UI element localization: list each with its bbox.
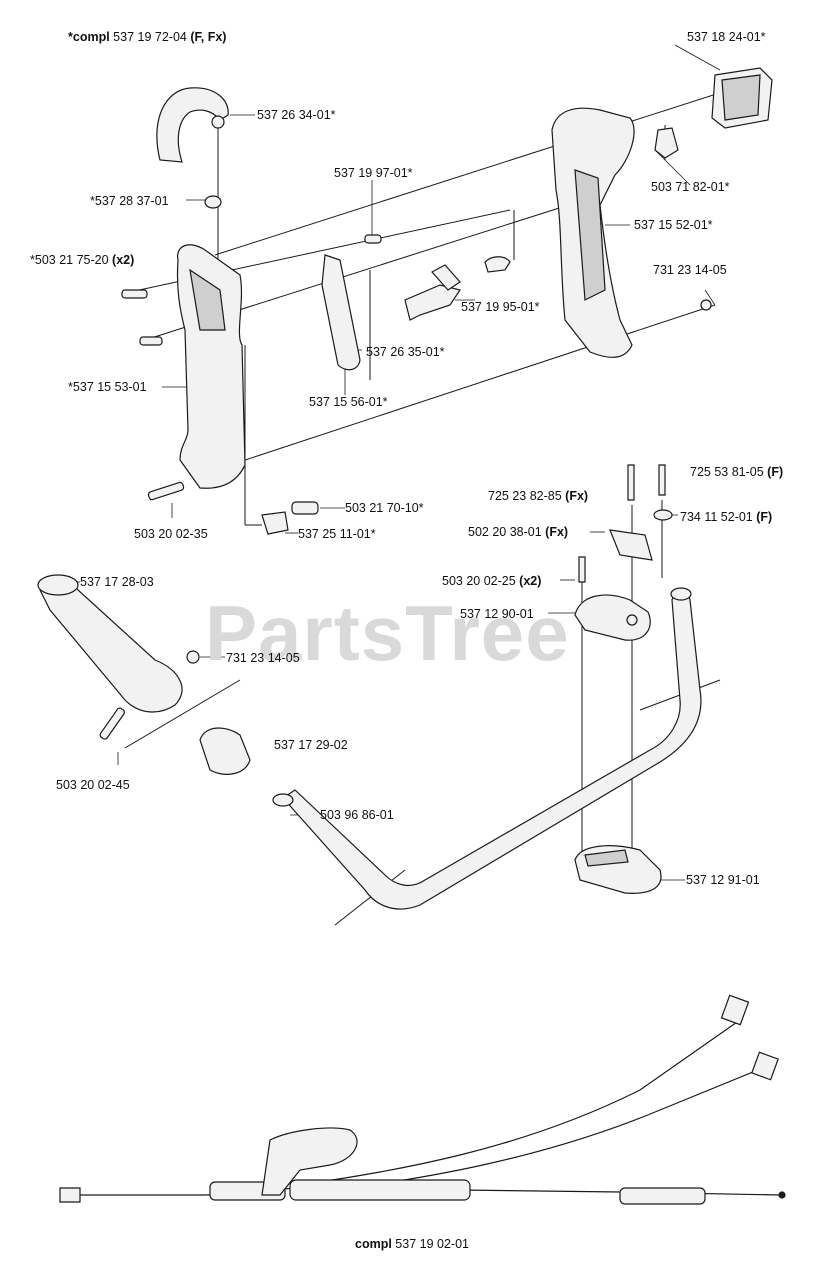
part-label[interactable]: 537 18 24-01* bbox=[687, 30, 766, 44]
screw bbox=[140, 337, 162, 345]
cable-connector bbox=[721, 995, 748, 1024]
screw bbox=[628, 465, 634, 500]
tube-end bbox=[671, 588, 691, 600]
part-label[interactable]: 537 17 29-02 bbox=[274, 738, 348, 752]
part-label[interactable]: 537 12 90-01 bbox=[460, 607, 534, 621]
screw bbox=[99, 707, 126, 740]
part-label[interactable]: 503 96 86-01 bbox=[320, 808, 394, 822]
trigger-lockout bbox=[405, 285, 460, 320]
cable-sleeve bbox=[290, 1180, 470, 1200]
handle-half-shade bbox=[190, 270, 225, 330]
axis-line bbox=[215, 80, 760, 255]
part-label[interactable]: 503 20 02-25 (x2) bbox=[442, 574, 542, 588]
switch-clip bbox=[655, 128, 678, 158]
part-label[interactable]: 503 71 82-01* bbox=[651, 180, 730, 194]
part-label[interactable]: *537 15 53-01 bbox=[68, 380, 147, 394]
part-label[interactable]: 502 20 38-01 (Fx) bbox=[468, 525, 569, 539]
part-label[interactable]: *503 21 75-20 (x2) bbox=[30, 253, 135, 267]
part-label[interactable]: 503 21 70-10* bbox=[345, 501, 424, 515]
grip-end bbox=[38, 575, 78, 595]
axis-line bbox=[230, 305, 715, 465]
screw bbox=[122, 290, 147, 298]
part-label[interactable]: 734 11 52-01 (F) bbox=[680, 510, 773, 524]
spring bbox=[485, 257, 510, 272]
part-label[interactable]: 537 17 28-03 bbox=[80, 575, 154, 589]
part-label[interactable]: 725 53 81-05 (F) bbox=[690, 465, 784, 479]
cable-connector bbox=[752, 1052, 778, 1080]
axis-line bbox=[335, 870, 405, 925]
part-label[interactable]: 537 19 97-01* bbox=[334, 166, 413, 180]
part-label[interactable]: 725 23 82-85 (Fx) bbox=[488, 489, 589, 503]
bracket-small bbox=[610, 530, 652, 560]
cable-wire bbox=[300, 1065, 770, 1195]
cable-end bbox=[779, 1192, 785, 1198]
screw bbox=[579, 557, 585, 582]
throttle-trigger bbox=[322, 255, 360, 370]
clip-bracket bbox=[262, 512, 288, 534]
part-label[interactable]: 537 25 11-01* bbox=[298, 527, 376, 541]
handle-half-left bbox=[177, 245, 245, 488]
part-label[interactable]: 537 12 91-01 bbox=[686, 873, 760, 887]
screw bbox=[212, 116, 224, 128]
nut bbox=[187, 651, 199, 663]
part-label[interactable]: 537 26 35-01* bbox=[366, 345, 445, 359]
rear-handle-cap bbox=[157, 88, 228, 162]
hole bbox=[627, 615, 637, 625]
part-label[interactable]: 537 15 56-01* bbox=[309, 395, 388, 409]
part-label[interactable]: 503 20 02-35 bbox=[134, 527, 208, 541]
part-label[interactable]: *537 28 37-01 bbox=[90, 194, 169, 208]
clip bbox=[205, 196, 221, 208]
lockout-arm bbox=[432, 265, 460, 290]
part-label[interactable]: 537 26 34-01* bbox=[257, 108, 336, 122]
stop-switch-shade bbox=[722, 75, 760, 120]
tube-end bbox=[273, 794, 293, 806]
part-label[interactable]: 503 20 02-45 bbox=[56, 778, 130, 792]
assembly-title: *compl 537 19 72-04 (F, Fx) bbox=[68, 30, 227, 44]
washer bbox=[654, 510, 672, 520]
part-label[interactable]: 537 19 95-01* bbox=[461, 300, 540, 314]
throttle-lever bbox=[262, 1128, 357, 1195]
part-label[interactable]: 731 23 14-05 bbox=[226, 651, 300, 665]
watermark: PartsTree bbox=[205, 589, 570, 677]
part-label[interactable]: 731 23 14-05 bbox=[653, 263, 727, 277]
cable-wire bbox=[300, 1020, 740, 1185]
part-label[interactable]: 537 15 52-01* bbox=[634, 218, 713, 232]
loop-grip bbox=[40, 579, 182, 712]
lower-clamp-ribs bbox=[585, 850, 628, 866]
screw bbox=[148, 482, 185, 501]
nut bbox=[701, 300, 711, 310]
cable-connector bbox=[60, 1188, 80, 1202]
handle-bracket bbox=[575, 595, 650, 640]
screw bbox=[292, 502, 318, 514]
axis-line bbox=[125, 680, 240, 748]
screw bbox=[659, 465, 665, 495]
handle-half-right-shade bbox=[575, 170, 605, 300]
cable-assembly-title: compl 537 19 02-01 bbox=[355, 1237, 469, 1251]
pivot-pin bbox=[365, 235, 381, 243]
cable-sleeve bbox=[620, 1188, 705, 1204]
clamp bbox=[200, 728, 250, 774]
